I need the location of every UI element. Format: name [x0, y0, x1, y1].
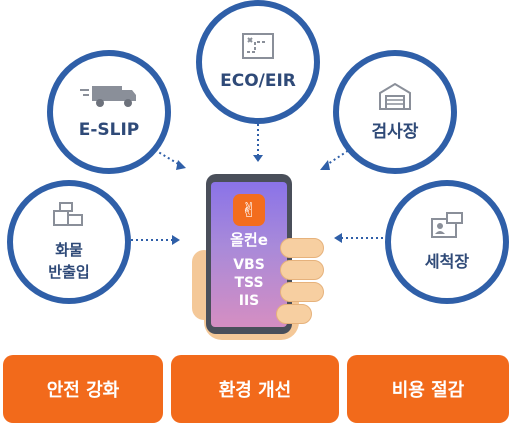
washing-label: 세척장	[424, 252, 470, 271]
eco-eir-circle: ECO/EIR	[196, 0, 320, 124]
arrowhead-eslip	[176, 160, 186, 170]
finger-1	[280, 238, 324, 258]
arrowhead-cargo	[172, 235, 180, 245]
arrowhead-washing	[334, 233, 342, 243]
ok-hand-icon: ✌	[233, 194, 265, 226]
app-name: 올컨e	[230, 231, 268, 249]
truck-icon	[78, 83, 140, 113]
washing-circle: 세척장	[385, 180, 509, 304]
finger-2	[280, 260, 324, 280]
arrowhead-inspection	[320, 160, 330, 170]
cargo-boxes-icon	[51, 201, 87, 233]
benefit-safety: 안전 강화	[3, 355, 163, 423]
map-route-icon	[241, 32, 275, 64]
warehouse-icon	[377, 81, 413, 115]
eco-eir-label: ECO/EIR	[220, 71, 296, 91]
benefit-cost: 비용 절감	[347, 355, 509, 423]
eslip-label: E-SLIP	[78, 120, 140, 140]
id-card-icon	[429, 211, 465, 245]
cargo-label-line2: 반출입	[48, 263, 90, 281]
benefit-environment: 환경 개선	[171, 355, 339, 423]
connector-eslip	[154, 149, 181, 166]
finger-4	[276, 304, 312, 324]
phone-in-hand: ✌ 올컨e VBS TSS IIS	[180, 170, 340, 340]
service-tss: TSS	[234, 275, 264, 291]
inspection-circle: 검사장	[333, 50, 457, 174]
arrowhead-eco	[253, 155, 263, 162]
service-vbs: VBS	[233, 257, 265, 273]
cargo-circle: 화물 반출입	[7, 180, 131, 304]
inspection-label: 검사장	[371, 122, 419, 142]
cargo-label-line1: 화물	[55, 241, 83, 259]
eslip-circle: E-SLIP	[47, 50, 171, 174]
service-iis: IIS	[238, 293, 260, 309]
finger-3	[280, 282, 324, 302]
phone-screen: ✌ 올컨e VBS TSS IIS	[211, 182, 287, 327]
